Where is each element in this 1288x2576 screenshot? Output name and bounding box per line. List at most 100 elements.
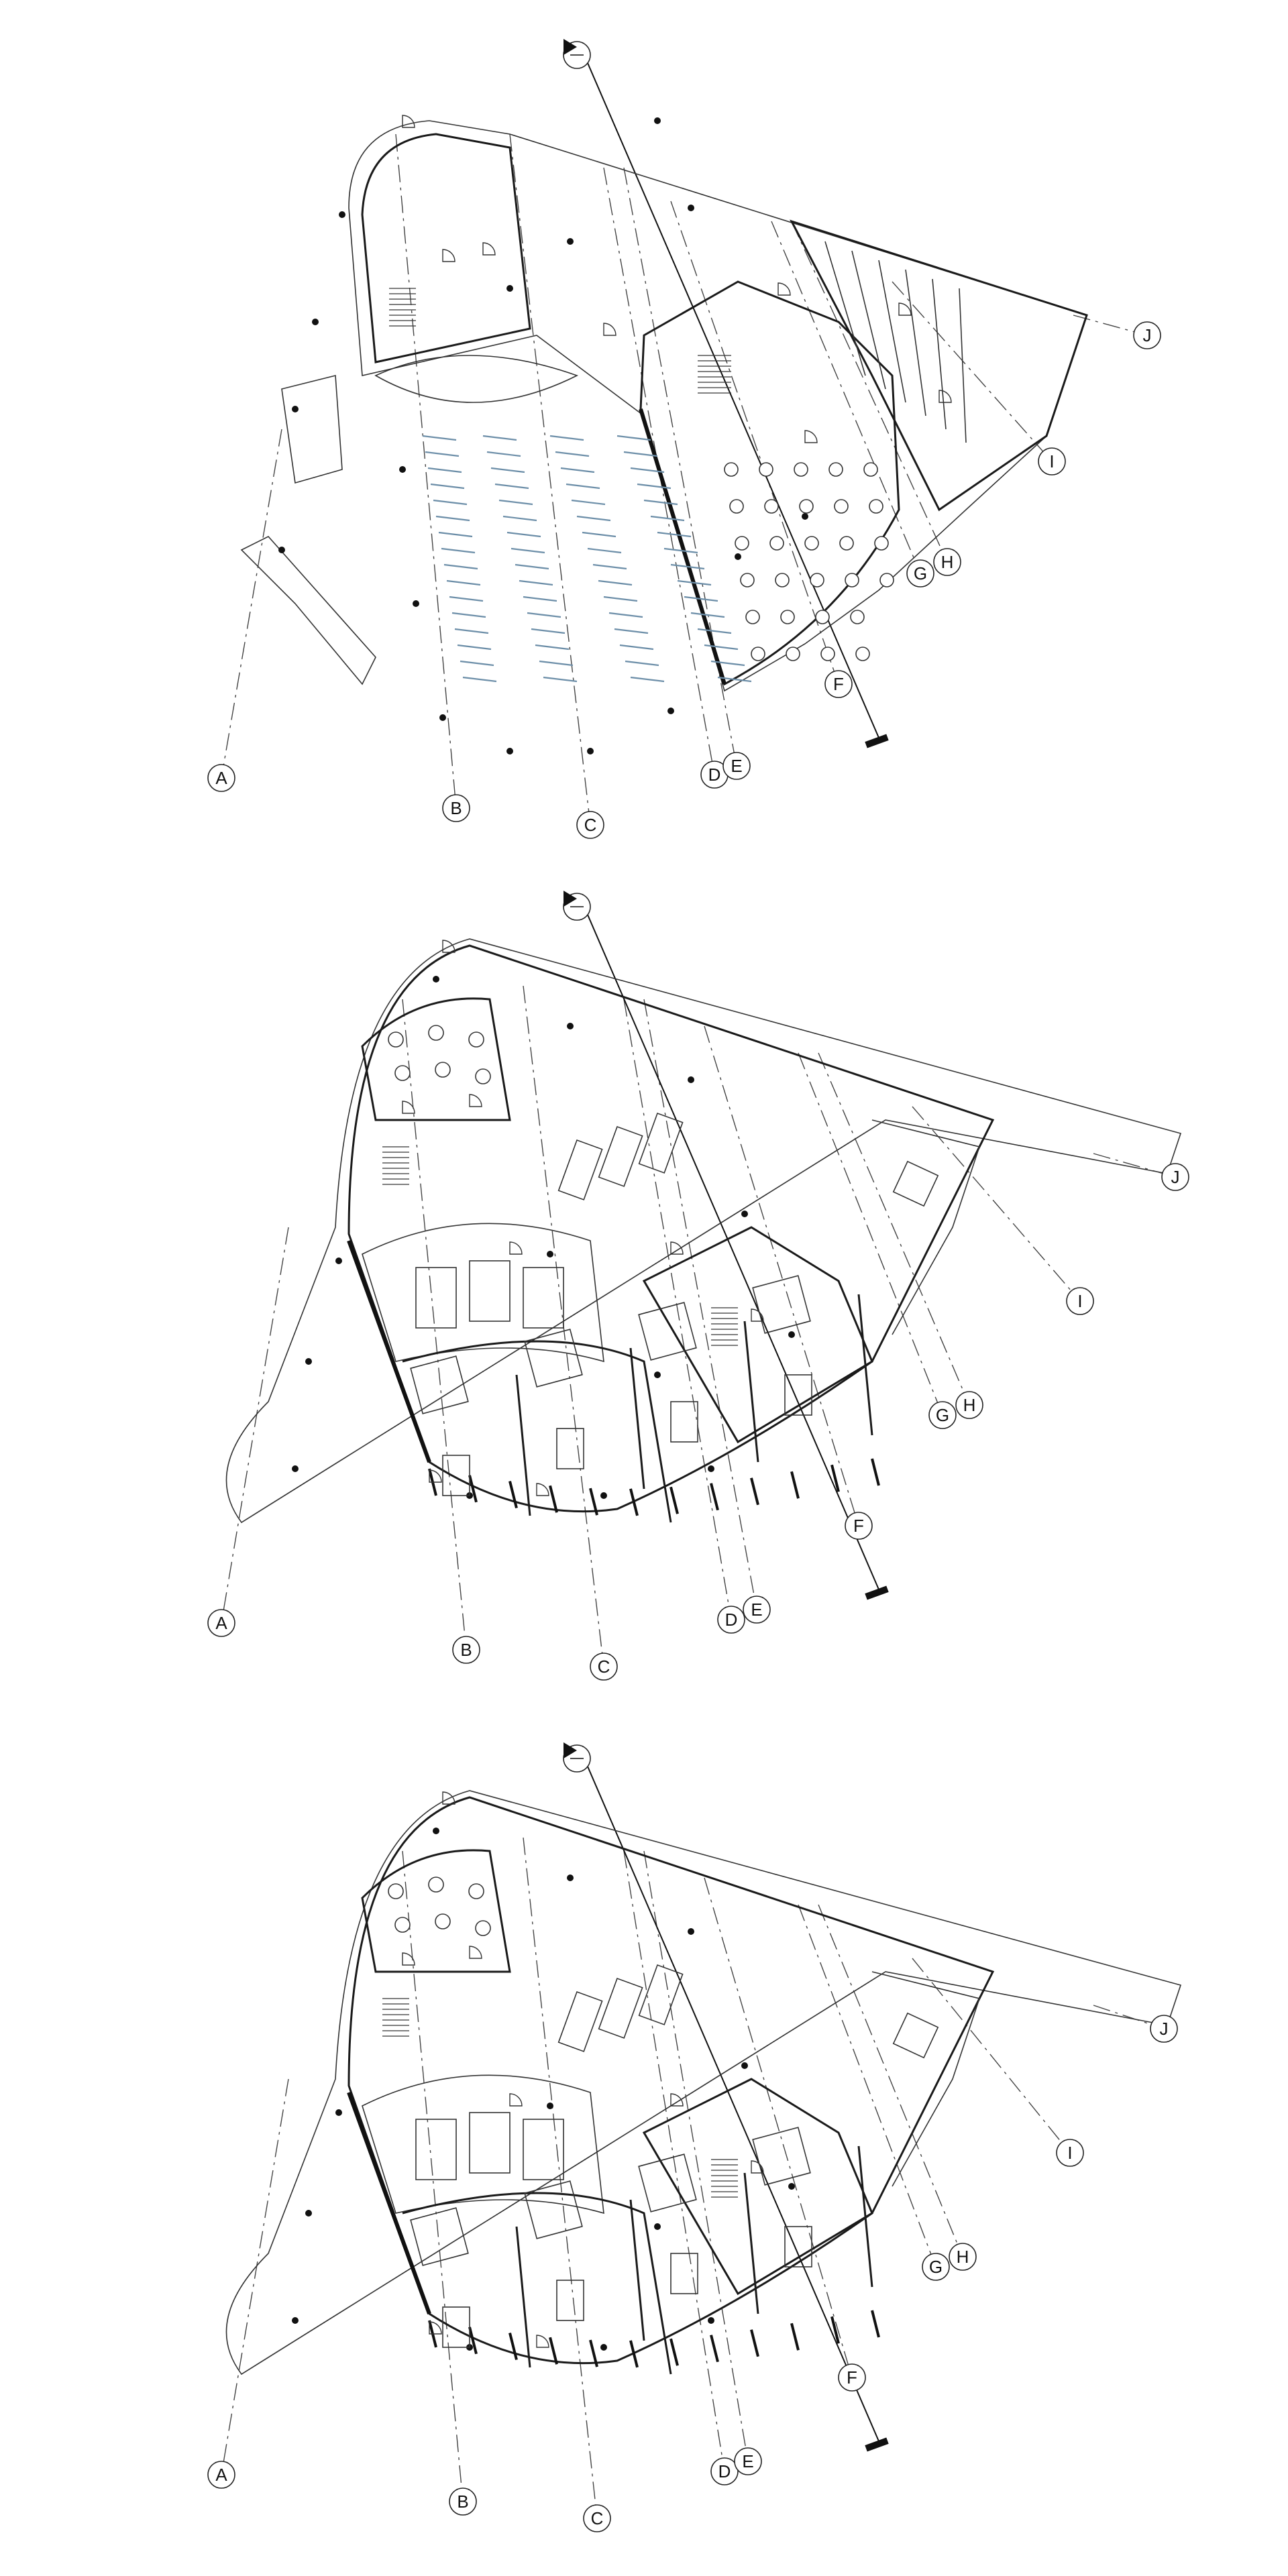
gridline-c <box>509 133 591 826</box>
dining-table <box>759 462 773 477</box>
grid-bubble-c: C <box>576 811 604 839</box>
grid-bubble-d: D <box>700 761 729 789</box>
grid-bubble-e: E <box>722 752 751 780</box>
grid-bubble-a: A <box>207 1609 235 1637</box>
parking-stall <box>598 579 633 586</box>
dining-table <box>815 610 830 624</box>
bathroom-unit <box>752 1275 811 1334</box>
north-arrow-icon <box>563 891 591 921</box>
column <box>399 466 406 473</box>
grid-bubble-label: F <box>833 674 844 694</box>
grid-bubble-i: I <box>1038 447 1066 475</box>
parking-stall <box>630 676 665 683</box>
grid-bubble-c: C <box>590 1653 618 1681</box>
hall-panels <box>415 1964 684 2180</box>
dining-table <box>834 499 849 514</box>
parking-stall <box>623 451 658 457</box>
grid-bubble-i: I <box>1066 1287 1094 1315</box>
column <box>735 553 741 560</box>
grid-bubble-e: E <box>734 2447 762 2475</box>
parking-stall <box>625 660 659 667</box>
column <box>567 1023 574 1029</box>
column <box>312 319 319 325</box>
dining-table <box>764 499 779 514</box>
hall-panel <box>469 1260 511 1322</box>
column <box>654 1371 661 1378</box>
dining-table <box>724 462 739 477</box>
grid-bubble-circle <box>1133 321 1161 349</box>
bathroom-unit <box>410 2207 469 2266</box>
parking-stall <box>592 563 627 570</box>
grid-bubble-circle <box>442 794 470 822</box>
column <box>741 1211 748 1217</box>
parking-stall <box>443 563 478 570</box>
grid-bubble-circle <box>207 1609 235 1637</box>
columns <box>292 1828 795 2351</box>
grid-bubble-label: A <box>215 768 227 788</box>
grid-bubble-b: B <box>442 794 470 822</box>
dining-table <box>855 647 870 661</box>
north-arrow-head <box>564 39 577 55</box>
unit-partition <box>629 2199 645 2341</box>
door-swing <box>442 1791 455 1805</box>
grid-bubble-label: C <box>584 815 597 835</box>
parking-stall <box>657 531 692 538</box>
column <box>305 1358 312 1365</box>
dining-tables <box>724 462 894 661</box>
door-swing <box>482 242 496 256</box>
grid-bubble-label: C <box>598 1657 610 1677</box>
closet <box>784 1374 812 1416</box>
gridline-f <box>704 1025 859 1526</box>
grid-bubble-label: B <box>457 2491 468 2512</box>
column <box>688 1076 694 1083</box>
parking-stall <box>498 499 533 506</box>
door-swing <box>751 2160 764 2174</box>
lounge-table <box>475 1068 491 1084</box>
unit-partition <box>857 1294 873 1436</box>
parking-stall <box>457 644 492 651</box>
south-band <box>402 1340 672 1523</box>
parking-stall <box>527 612 561 618</box>
parking-stall <box>462 676 497 683</box>
door-swing <box>536 1483 549 1496</box>
gridline-a <box>221 429 282 779</box>
door-swing <box>938 390 952 403</box>
grid-bubble-i: I <box>1056 2139 1084 2167</box>
grid-bubble-label: A <box>215 2465 227 2485</box>
site-path <box>225 938 1182 1524</box>
gridline-g <box>798 1052 943 1416</box>
parking-stall <box>435 515 470 522</box>
gridline-h <box>818 1904 963 2257</box>
column <box>667 708 674 714</box>
grid-bubble-circle <box>1066 1287 1094 1315</box>
grid-bubble-circle <box>449 2487 477 2516</box>
partition <box>905 269 926 416</box>
door-swing <box>402 1101 415 1114</box>
column <box>688 205 694 211</box>
column <box>433 1828 439 1834</box>
gridline-i <box>892 281 1053 462</box>
parking-stall <box>643 499 678 506</box>
parking-stall <box>677 579 712 586</box>
grid-bubble-d: D <box>710 2457 739 2485</box>
door-swing <box>670 2093 684 2107</box>
section-cut <box>563 39 889 748</box>
gridline-f <box>670 201 839 685</box>
column <box>788 1331 795 1338</box>
parking-stall <box>454 628 489 634</box>
column <box>292 406 299 412</box>
parking-stall <box>433 499 468 506</box>
grid-bubble-label: H <box>963 1395 976 1415</box>
dining-table <box>729 499 744 514</box>
grid-bubble-a: A <box>207 2461 235 2489</box>
section-cut-line <box>583 1756 879 2442</box>
column <box>802 513 808 520</box>
column <box>335 1257 342 1264</box>
parking-area <box>422 435 752 683</box>
grid-bubble-e: E <box>743 1595 771 1624</box>
closet <box>556 2280 584 2321</box>
section-cut-line <box>583 905 879 1590</box>
